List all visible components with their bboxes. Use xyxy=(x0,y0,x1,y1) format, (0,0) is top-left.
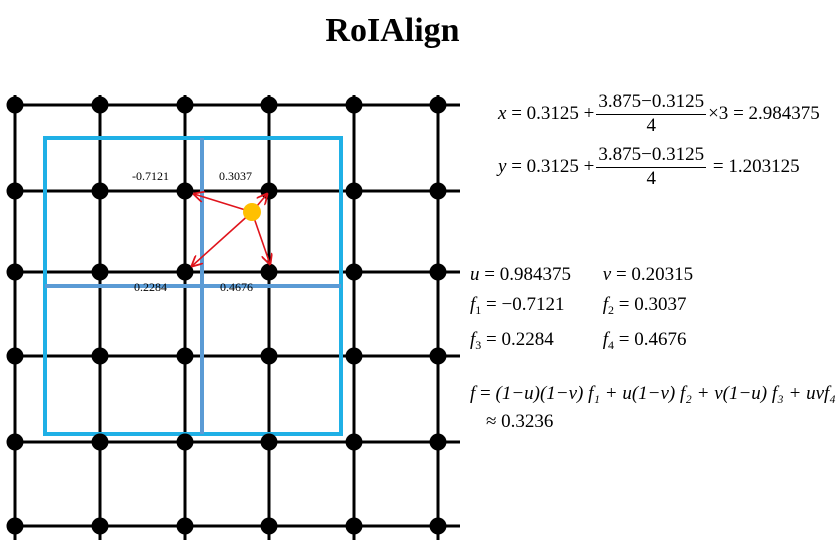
grid-node xyxy=(260,347,278,365)
grid-node xyxy=(429,517,447,535)
grid-node xyxy=(6,347,24,365)
grid-node xyxy=(6,433,24,451)
label-f1: -0.7121 xyxy=(132,169,169,183)
grid-node xyxy=(176,182,194,200)
x-fraction: 3.875−0.3125 4 xyxy=(596,91,707,136)
grid-node xyxy=(6,182,24,200)
grid-node xyxy=(260,96,278,114)
label-f4: 0.4676 xyxy=(220,280,253,294)
grid-node xyxy=(429,433,447,451)
grid-node xyxy=(176,96,194,114)
final-formula: f = (1−u)(1−v) f₁ + u(1−v) f₂ + v(1−u) f… xyxy=(470,380,836,436)
grid-node xyxy=(429,96,447,114)
f12-row: f1 = −0.7121 f2 = 0.3037 xyxy=(470,294,687,317)
grid-node xyxy=(345,96,363,114)
grid-node xyxy=(260,517,278,535)
grid-node xyxy=(345,517,363,535)
grid-node xyxy=(91,517,109,535)
arrow-to-f3 xyxy=(192,211,253,266)
grid-node xyxy=(429,347,447,365)
x-equation: x = 0.3125 + 3.875−0.3125 4 ×3 = 2.98437… xyxy=(498,91,820,136)
grid-node xyxy=(260,433,278,451)
uv-row: u = 0.984375 v = 0.20315 xyxy=(470,264,694,285)
grid-node xyxy=(429,182,447,200)
grid-node xyxy=(345,263,363,281)
grid-node xyxy=(91,96,109,114)
label-f3: 0.2284 xyxy=(134,280,167,294)
y-fraction: 3.875−0.3125 4 xyxy=(596,144,707,189)
grid-node xyxy=(345,347,363,365)
page-title: RoIAlign xyxy=(325,12,460,49)
label-f2: 0.3037 xyxy=(219,169,252,183)
grid-node xyxy=(176,263,194,281)
final-expression: f = (1−u)(1−v) f₁ + u(1−v) f₂ + v(1−u) f… xyxy=(470,383,836,404)
grid-node xyxy=(91,347,109,365)
feature-map-nodes xyxy=(6,96,447,535)
grid-node xyxy=(429,263,447,281)
grid-node xyxy=(176,517,194,535)
grid-node xyxy=(6,263,24,281)
y-equation: y = 0.3125 + 3.875−0.3125 4 = 1.203125 xyxy=(498,144,800,189)
grid-node xyxy=(91,263,109,281)
grid-node xyxy=(91,433,109,451)
f34-row: f3 = 0.2284 f4 = 0.4676 xyxy=(470,329,687,352)
grid-node xyxy=(345,433,363,451)
arrow-to-f4 xyxy=(251,211,270,264)
bilinear-values: u = 0.984375 v = 0.20315 f1 = −0.7121 f2… xyxy=(470,260,693,360)
arrow-to-f1 xyxy=(194,194,253,213)
grid-node xyxy=(6,96,24,114)
grid-node xyxy=(6,517,24,535)
grid-node xyxy=(91,182,109,200)
grid-node xyxy=(176,347,194,365)
grid-node xyxy=(260,182,278,200)
grid-node xyxy=(345,182,363,200)
feature-map-grid xyxy=(13,95,460,540)
grid-node xyxy=(260,263,278,281)
final-approx: ≈ 0.3236 xyxy=(486,411,554,432)
grid-node xyxy=(176,433,194,451)
sample-point xyxy=(243,203,261,221)
